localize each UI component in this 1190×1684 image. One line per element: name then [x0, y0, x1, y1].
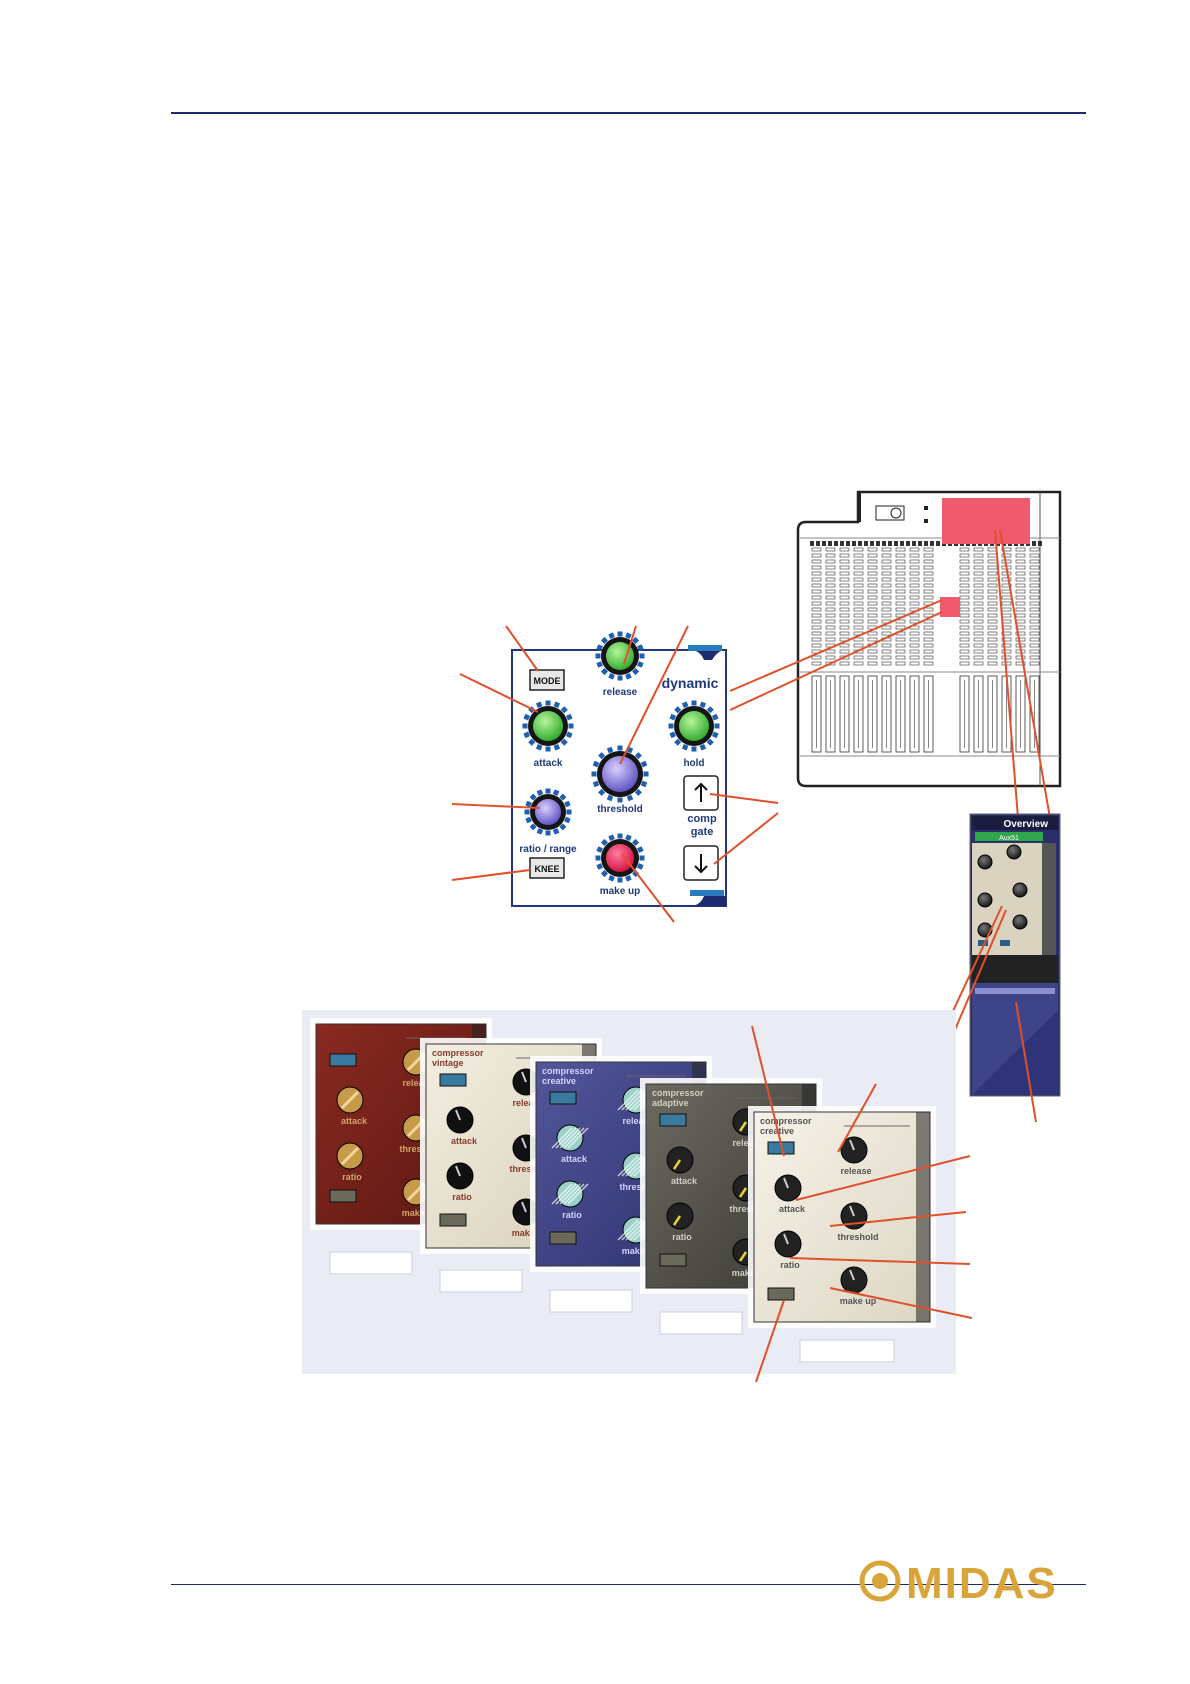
- panel-leaders: [451, 625, 779, 923]
- ratio-range-label: ratio / range: [519, 844, 577, 855]
- card-knob-label: release: [512, 1098, 543, 1108]
- knee-button-label: KNEE: [534, 864, 559, 874]
- attack-knob[interactable]: [522, 700, 574, 752]
- release-knob[interactable]: [595, 631, 645, 681]
- card-knob: [774, 1174, 802, 1202]
- card-knee-button: [767, 1287, 795, 1301]
- card-knob-label: ratio: [562, 1210, 582, 1220]
- console-dynamics-highlight: [940, 597, 960, 617]
- console-channel-strips: [810, 541, 1042, 753]
- overview-knob: [1012, 882, 1028, 898]
- dynamics-panel: dynamic MODE KNEE attack release thresho…: [511, 631, 727, 907]
- card-title: compressor: [542, 1066, 594, 1076]
- card-knob: [551, 1124, 589, 1152]
- arrow-down-icon: [694, 854, 708, 874]
- card-knob: [551, 1180, 589, 1208]
- card-caption-box: [549, 1289, 633, 1313]
- card-knob: [446, 1106, 474, 1134]
- gate-label: gate: [691, 826, 714, 838]
- overview-knob: [977, 892, 993, 908]
- card-mode-button: [439, 1073, 467, 1087]
- card-knee-button: [549, 1231, 577, 1245]
- card-knob: [336, 1086, 364, 1114]
- make-up-knob[interactable]: [595, 833, 645, 883]
- card-knob-label: threshold: [837, 1232, 878, 1242]
- mode-button-label: MODE: [534, 676, 561, 686]
- comp-up-button[interactable]: [683, 775, 719, 811]
- card-knee-button: [439, 1213, 467, 1227]
- threshold-knob[interactable]: [591, 745, 649, 803]
- card-mode-button: [549, 1091, 577, 1105]
- knee-button[interactable]: KNEE: [529, 857, 565, 879]
- card-knob-label: release: [840, 1166, 871, 1176]
- arrow-up-icon: [694, 782, 708, 802]
- overview-knob: [1012, 914, 1028, 930]
- card-knob-label: attack: [561, 1154, 588, 1164]
- card-title: compressor: [432, 1048, 484, 1058]
- card-knob-label: ratio: [452, 1192, 472, 1202]
- bottom-rule: [171, 1584, 1086, 1585]
- mode-button[interactable]: MODE: [529, 669, 565, 691]
- card-knob-label: attack: [451, 1136, 478, 1146]
- overview-knob: [977, 854, 993, 870]
- panel-title: dynamic: [662, 675, 719, 691]
- overview-title: Overview: [1004, 819, 1049, 830]
- gui-leaders: [751, 1025, 973, 1383]
- top-rule: [171, 112, 1086, 114]
- card-knob: [774, 1230, 802, 1258]
- gate-down-button[interactable]: [683, 845, 719, 881]
- card-knob: [446, 1162, 474, 1190]
- card-caption-box: [439, 1269, 523, 1293]
- card-knob-label: attack: [779, 1204, 806, 1214]
- card-title: compressor: [652, 1088, 704, 1098]
- card-knob-label: ratio: [672, 1232, 692, 1242]
- console-leaders: [729, 529, 1051, 819]
- card-knob-label: attack: [341, 1116, 368, 1126]
- card-caption-box: [329, 1251, 413, 1275]
- overview-knob: [1006, 844, 1022, 860]
- card-caption-box: [659, 1311, 743, 1335]
- card-title: compressor: [760, 1116, 812, 1126]
- overview-channel: Aux51: [999, 835, 1019, 842]
- hold-label: hold: [683, 758, 704, 769]
- card-mode-button: [329, 1053, 357, 1067]
- card-knee-button: [329, 1189, 357, 1203]
- card-knob-label: ratio: [780, 1260, 800, 1270]
- midas-logo: MIDAS: [859, 1559, 1058, 1608]
- console-illustration: [796, 490, 1062, 788]
- card-knob: [666, 1146, 694, 1174]
- card-knob-label: attack: [671, 1176, 698, 1186]
- card-knob: [336, 1142, 364, 1170]
- gui-cards-group: attack release threshold ratio make up compre…: [302, 1010, 956, 1374]
- card-knob-label: ratio: [342, 1172, 362, 1182]
- card-caption-box: [799, 1339, 895, 1363]
- card-knob-label: release: [402, 1078, 433, 1088]
- card-knob-label: make up: [840, 1296, 877, 1306]
- attack-label: attack: [534, 758, 563, 769]
- card-knee-button: [659, 1253, 687, 1267]
- release-label: release: [603, 687, 638, 698]
- overview-screen: Overview Aux51: [969, 813, 1061, 1097]
- console-screen-highlight: [942, 498, 1030, 544]
- card-mode-button: [659, 1113, 687, 1127]
- hold-knob[interactable]: [668, 700, 720, 752]
- card-knob-label: release: [622, 1116, 653, 1126]
- midas-logo-text: MIDAS: [906, 1559, 1058, 1608]
- comp-label: comp: [687, 813, 717, 825]
- card-knob: [840, 1266, 868, 1294]
- card-subtitle: adaptive: [652, 1098, 689, 1108]
- card-subtitle: creative: [542, 1076, 576, 1086]
- threshold-label: threshold: [597, 804, 643, 815]
- ratio-range-knob[interactable]: [524, 788, 572, 836]
- card-knob: [840, 1136, 868, 1164]
- make-up-label: make up: [600, 886, 641, 897]
- card-knob: [666, 1202, 694, 1230]
- card-subtitle: vintage: [432, 1058, 464, 1068]
